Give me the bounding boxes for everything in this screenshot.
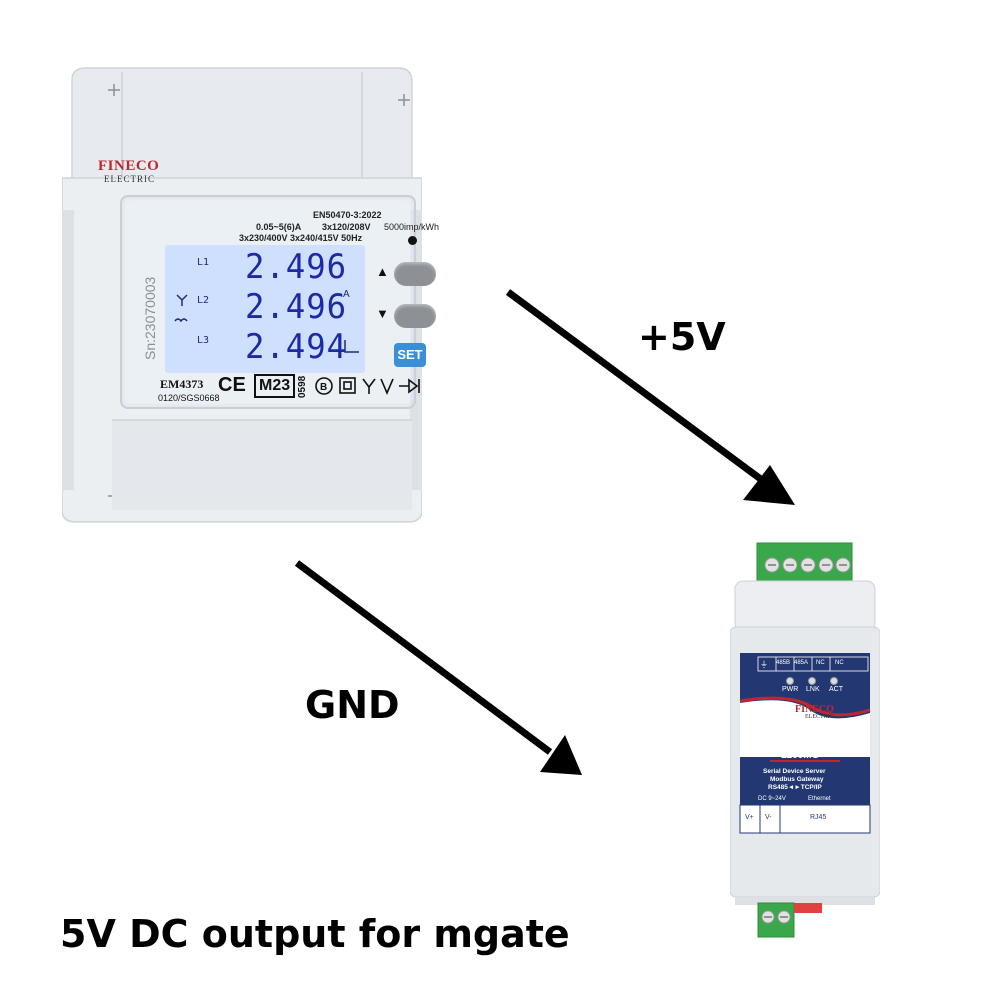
meter-standard: EN50470-3:2022 [313,210,382,220]
ce-mark: CE [218,374,246,396]
lcd-content: L1 L2 L3 2.496 2.496 2.494 A [165,245,365,373]
gateway-terminal-485a: 485A [794,660,809,666]
arrow-gnd [294,560,582,775]
caption: 5V DC output for mgate [60,912,570,956]
gateway-terminal-485b: 485B [776,660,791,666]
gateway-led-pwr: PWR [782,686,799,693]
meter-impulse: 5000imp/kWh [384,222,440,232]
lcd-value-l2: 2.496 [245,287,347,327]
lcd-label-l1: L1 [197,257,210,268]
arrow-plus5v [505,289,795,505]
set-button[interactable]: SET [394,343,426,367]
gateway-housing [730,542,880,938]
cert-symbols: B [315,377,420,396]
down-arrow-icon: ▼ [376,306,389,321]
gateway-desc-2: Modbus Gateway [770,776,824,783]
lcd-unit: A [343,289,350,300]
gateway-terminal-nc-1: NC [816,660,825,666]
gateway-terminal-vminus: V- [765,814,772,821]
gateway-model: 1200MG [781,750,820,761]
meter-voltage-b: 3x230/400V 3x240/415V 50Hz [239,233,363,243]
meter-model: EM4373 [160,377,204,391]
lcd-phase-icons [174,294,359,353]
meter-cert-id: 0120/SGS0668 [158,393,220,403]
m-mark: M23 [254,374,296,398]
impulse-led [408,236,417,245]
meter-brand-logo: FINECO [98,158,160,174]
meter-brand-sub: ELECTRIC [104,174,155,184]
gateway-brand-sub: ELECTRIC [805,714,834,720]
lcd-label-l2: L2 [197,295,210,306]
up-button[interactable] [394,262,436,286]
gateway-desc-3: RS485◄►TCP/IP [768,784,822,791]
gateway-terminal-ground-icon: ⏚ [760,660,768,669]
up-arrow-icon: ▲ [376,264,389,279]
gnd-label: GND [305,683,400,727]
meter-current-range: 0.05~5(6)A [256,222,302,232]
gateway-brand-logo: FINECO [795,704,834,715]
lcd-value-l1: 2.496 [245,247,347,287]
gateway-rj45-port: RJ45 [810,814,827,821]
gateway-ethernet-label: Ethernet [808,796,831,802]
meter-voltage-a: 3x120/208V [322,222,371,232]
gateway-led-act: ACT [829,686,843,693]
svg-text:B: B [320,382,327,393]
lcd-display [165,245,365,373]
gateway-desc-1: Serial Device Server [763,768,826,775]
plus5v-label: +5V [638,315,726,359]
gateway-terminal-nc-2: NC [835,660,844,666]
gateway-led-lnk: LNK [806,686,820,693]
gateway-power-label: DC 9~24V [758,796,786,802]
gateway-terminal-vplus: V+ [745,814,754,821]
lcd-value-l3: 2.494 [245,327,347,367]
lcd-label-l3: L3 [197,335,210,346]
down-button[interactable] [394,304,436,328]
